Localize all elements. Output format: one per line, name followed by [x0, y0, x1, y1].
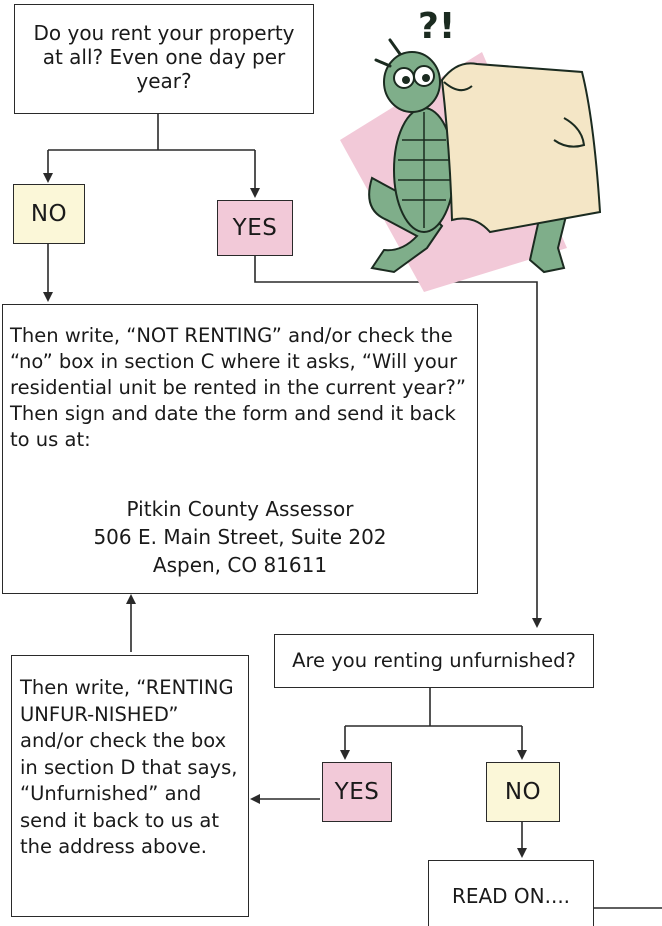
- answer-yes-1-label: YES: [232, 215, 278, 241]
- address-line-3: Aspen, CO 81611: [152, 553, 328, 577]
- assessor-address: Pitkin County Assessor 506 E. Main Stree…: [3, 495, 477, 579]
- address-line-1: Pitkin County Assessor: [126, 497, 354, 521]
- answer-no-1: NO: [13, 184, 85, 244]
- unfurnished-instructions: Then write, “RENTING UNFUR-NISHED” and/o…: [11, 655, 249, 917]
- not-renting-instructions: Then write, “NOT RENTING” and/or check t…: [2, 304, 478, 594]
- question-exclaim-marks: ?!: [418, 6, 455, 47]
- unfurnished-text: Then write, “RENTING UNFUR-NISHED” and/o…: [20, 676, 238, 858]
- answer-yes-1: YES: [217, 200, 293, 256]
- question-rent-at-all-text: Do you rent your property at all? Even o…: [33, 21, 295, 93]
- answer-no-2: NO: [486, 762, 560, 822]
- newspaper: [440, 62, 602, 234]
- answer-yes-2-label: YES: [334, 779, 380, 805]
- read-on-text: READ ON....: [451, 884, 571, 908]
- answer-no-2-label: NO: [504, 779, 542, 805]
- question-rent-at-all: Do you rent your property at all? Even o…: [14, 4, 314, 114]
- not-renting-text: Then write, “NOT RENTING” and/or check t…: [10, 324, 466, 451]
- answer-no-1-label: NO: [30, 201, 68, 227]
- question-renting-unfurnished-text: Are you renting unfurnished?: [292, 649, 576, 672]
- bug-reading-illustration: ?!: [340, 6, 602, 292]
- answer-yes-2: YES: [322, 762, 392, 822]
- read-on-box: READ ON....: [428, 860, 594, 926]
- address-line-2: 506 E. Main Street, Suite 202: [93, 525, 387, 549]
- question-renting-unfurnished: Are you renting unfurnished?: [274, 634, 594, 688]
